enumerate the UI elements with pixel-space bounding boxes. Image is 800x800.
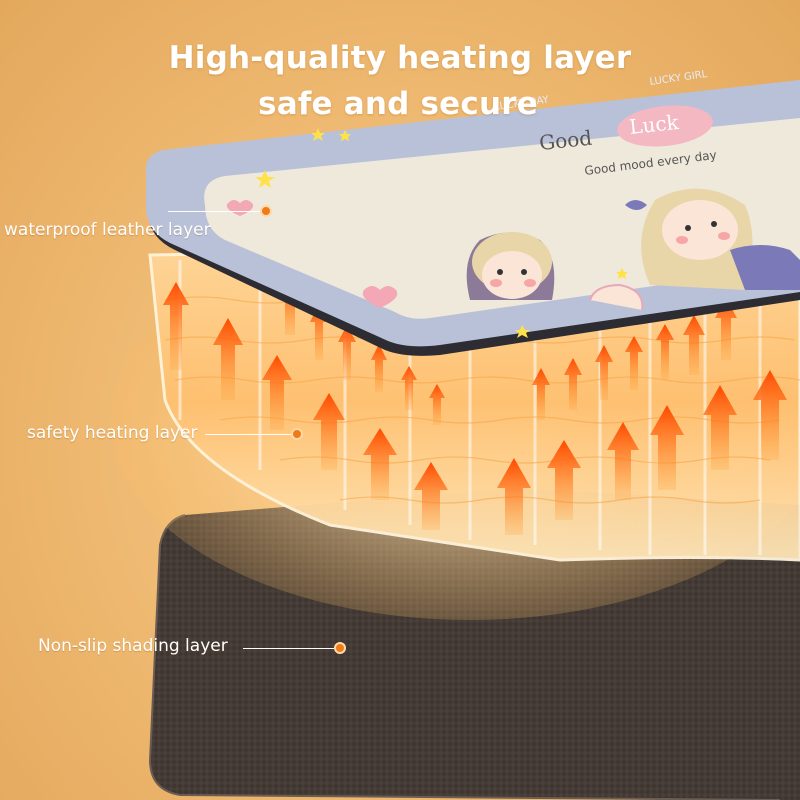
heat-arrow xyxy=(497,458,531,535)
heat-arrow xyxy=(338,325,356,380)
cartoon-girl-left xyxy=(466,232,644,311)
heat-arrow xyxy=(625,336,643,390)
heat-arrow xyxy=(547,440,581,520)
heading-line-2: safe and secure xyxy=(258,86,538,122)
heat-arrow xyxy=(683,315,705,375)
callout-label-heating: safety heating layer xyxy=(27,423,198,443)
heat-arrow xyxy=(715,298,737,360)
heat-arrow xyxy=(595,345,613,400)
mat-greeting-luck: Luck xyxy=(628,110,681,139)
heat-arrow xyxy=(401,366,417,410)
heat-arrow xyxy=(313,393,345,470)
mat-greeting-good: Good xyxy=(538,126,593,155)
callout-label-leather: waterproof leather layer xyxy=(4,220,211,240)
heat-arrow xyxy=(371,344,387,392)
heat-arrow xyxy=(532,368,550,420)
heat-arrow xyxy=(213,318,243,400)
callout-leader-leather xyxy=(168,211,263,212)
heat-arrow xyxy=(753,370,787,460)
callout-dot-heating xyxy=(291,428,303,440)
cartoon-girl-right xyxy=(625,188,800,290)
luck-bubble xyxy=(617,105,713,147)
heat-arrows xyxy=(163,282,787,535)
heat-arrow xyxy=(163,282,189,370)
heat-arrow xyxy=(607,422,639,500)
heat-arrow xyxy=(656,324,674,380)
star-decoration xyxy=(255,170,275,188)
heart-decoration xyxy=(362,286,398,308)
star-decoration xyxy=(616,268,628,279)
heart-decoration xyxy=(226,200,254,216)
star-decoration xyxy=(515,325,530,338)
heat-arrow xyxy=(414,462,448,530)
heat-arrow xyxy=(650,405,684,490)
heat-arrow xyxy=(703,385,737,470)
callout-label-base: Non-slip shading layer xyxy=(38,636,228,656)
leather-layer-shape: Good Luck Good mood every day LUCKY GIRL… xyxy=(145,69,800,356)
heat-arrow xyxy=(363,428,397,500)
heading-line-1: High-quality heating layer xyxy=(168,40,632,76)
callout-dot-base xyxy=(334,642,346,654)
heat-arrow xyxy=(429,384,445,425)
callout-dot-leather xyxy=(260,205,272,217)
callout-leader-base xyxy=(243,648,335,649)
heat-arrow xyxy=(564,358,582,410)
star-decoration xyxy=(311,128,325,141)
star-decoration xyxy=(339,130,351,141)
heat-arrow xyxy=(262,355,292,430)
callout-leader-heating xyxy=(205,434,293,435)
